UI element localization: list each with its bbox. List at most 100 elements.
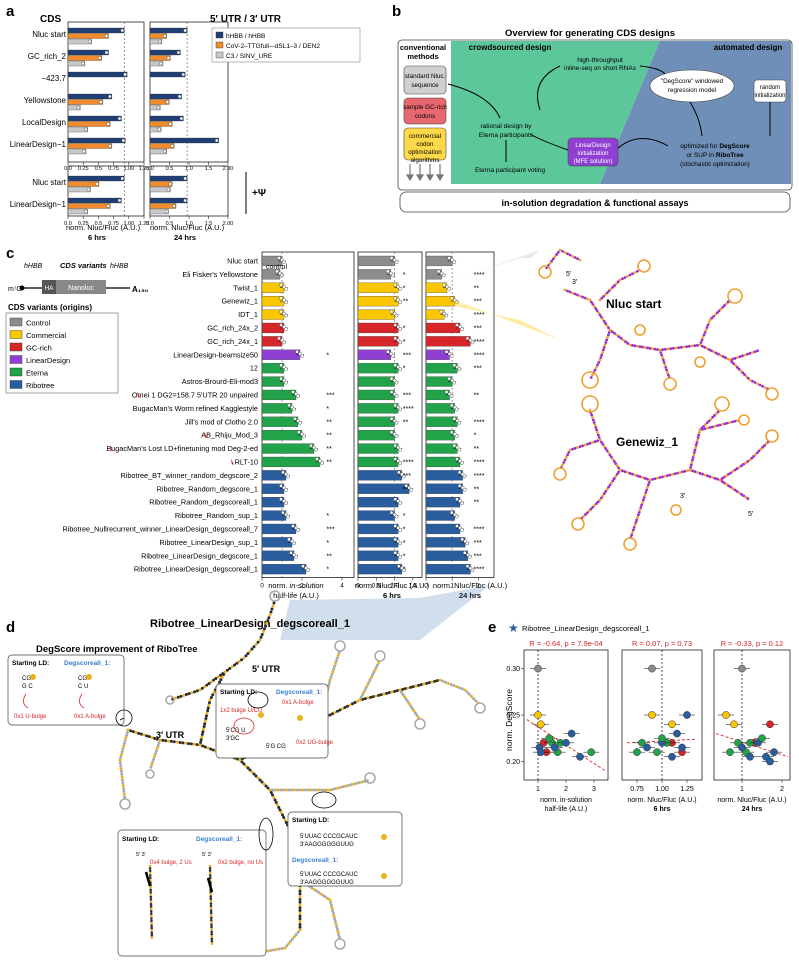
- rna-nucleotide: [149, 910, 153, 913]
- svg-text:3′: 3′: [680, 493, 686, 500]
- rna-nucleotide: [298, 903, 302, 907]
- rna-nucleotide: [268, 788, 272, 792]
- significance-label: **: [403, 419, 409, 426]
- panel-c-point: [279, 282, 283, 287]
- panel-c-point: [444, 313, 449, 318]
- rna-nucleotide: [369, 676, 373, 679]
- rna-loop: [145, 769, 155, 779]
- rna-nucleotide: [693, 470, 697, 474]
- panel-e-point: [648, 711, 656, 719]
- rna-nucleotide: [209, 904, 213, 908]
- panel-c-point: [279, 497, 283, 502]
- rna-nucleotide: [723, 356, 727, 360]
- rna-nucleotide: [588, 441, 592, 445]
- rna-nucleotide: [150, 763, 154, 767]
- rna-nucleotide: [714, 313, 717, 316]
- rna-nucleotide: [261, 630, 265, 634]
- rna-nucleotide: [250, 770, 254, 774]
- gc-rich-box: [403, 97, 447, 125]
- panel-c-point: [398, 327, 403, 331]
- rna-nucleotide: [665, 368, 669, 372]
- panel-a-point: [117, 116, 122, 121]
- rna-nucleotide: [706, 426, 709, 430]
- rna-nucleotide: [172, 740, 176, 744]
- conventional-label-1: conventional: [400, 43, 446, 52]
- rna-nucleotide: [743, 373, 746, 376]
- panel-a: CDS 5′ UTR / 3′ UTR Nluc startGC_rich_2−…: [10, 14, 361, 242]
- panel-e-point: [587, 748, 596, 756]
- rna-nucleotide: [602, 320, 606, 323]
- panel-c-point: [391, 353, 395, 358]
- rna-nucleotide: [460, 687, 464, 691]
- rna-nucleotide: [692, 451, 696, 454]
- rna-nucleotide: [153, 736, 157, 740]
- rna-nucleotide: [556, 250, 560, 254]
- rna-nucleotide: [581, 444, 584, 448]
- rna-nucleotide: [731, 470, 735, 473]
- rna-nucleotide: [248, 768, 252, 772]
- rna-nucleotide: [149, 888, 152, 892]
- rna-nucleotide: [647, 481, 651, 484]
- rna-nucleotide: [187, 742, 191, 746]
- rna-nucleotide: [589, 376, 593, 379]
- panel-c-point: [454, 300, 459, 305]
- rna-nucleotide: [633, 473, 637, 477]
- panel-c-point: [452, 363, 457, 368]
- rna-nucleotide: [621, 469, 624, 473]
- rna-nucleotide: [148, 864, 152, 868]
- panel-c-bar: [357, 443, 399, 454]
- panel-a-bar: [149, 55, 171, 61]
- rna-nucleotide: [707, 321, 711, 324]
- svg-text:G C: G C: [22, 684, 33, 690]
- rna-nucleotide: [328, 788, 332, 792]
- rna-nucleotide: [441, 679, 445, 683]
- rna-nucleotide: [244, 764, 248, 768]
- rna-nucleotide: [717, 352, 720, 356]
- rna-nucleotide: [752, 454, 756, 458]
- variant-label: IDT_1: [238, 310, 258, 319]
- svg-text:inline-seq on short RNAs: inline-seq on short RNAs: [564, 65, 637, 72]
- rna-nucleotide: [153, 754, 157, 758]
- significance-label: ****: [474, 527, 485, 534]
- rna-nucleotide: [209, 916, 213, 920]
- rna-nucleotide: [632, 526, 636, 529]
- panel-c-x3-label: norm. Nluc/Fluc (A.U.): [433, 581, 508, 590]
- correlation-stat: R = -0.64, p = 7.9e-04: [529, 639, 602, 648]
- rna-nucleotide: [150, 931, 154, 935]
- rna-nucleotide: [119, 764, 123, 768]
- panel-c-point: [389, 309, 394, 314]
- rna-nucleotide: [732, 362, 736, 366]
- rna-nucleotide: [145, 734, 149, 738]
- rna-nucleotide: [298, 897, 302, 901]
- rna-nucleotide: [598, 313, 602, 317]
- panel-c-bar: [357, 363, 399, 374]
- variant-label: Ribotree_LinearDesign_sup_1: [159, 538, 258, 547]
- panel-a-bar: [67, 93, 113, 100]
- panel-e: ★ Ribotree_LinearDesign_degscoreall_1 no…: [504, 621, 791, 813]
- rna-nucleotide: [208, 869, 212, 873]
- significance-label: *: [403, 567, 406, 574]
- rna-nucleotide: [277, 947, 281, 951]
- panel-c-point: [291, 524, 295, 528]
- rna-nucleotide: [639, 506, 643, 509]
- panel-c-point: [284, 300, 288, 305]
- rna-nucleotide: [298, 889, 302, 893]
- cds-legend-swatch: [9, 367, 23, 377]
- panel-c-point: [402, 474, 406, 479]
- rna-nucleotide: [158, 738, 162, 742]
- rna-nucleotide: [268, 613, 272, 617]
- panel-c-point: [279, 309, 283, 314]
- panel-e-point: [722, 711, 730, 719]
- rna-nucleotide: [167, 739, 171, 743]
- rna-nucleotide: [351, 702, 354, 706]
- svg-text:rational design by: rational design by: [481, 123, 533, 130]
- panel-c-point: [284, 487, 288, 492]
- rna-nucleotide: [611, 457, 615, 461]
- rna-nucleotide: [296, 930, 300, 934]
- rna-nucleotide: [198, 688, 202, 692]
- panel-c-point: [292, 407, 296, 412]
- rna-nucleotide: [278, 808, 282, 812]
- rna-nucleotide: [608, 328, 612, 332]
- rna-nucleotide: [201, 744, 205, 748]
